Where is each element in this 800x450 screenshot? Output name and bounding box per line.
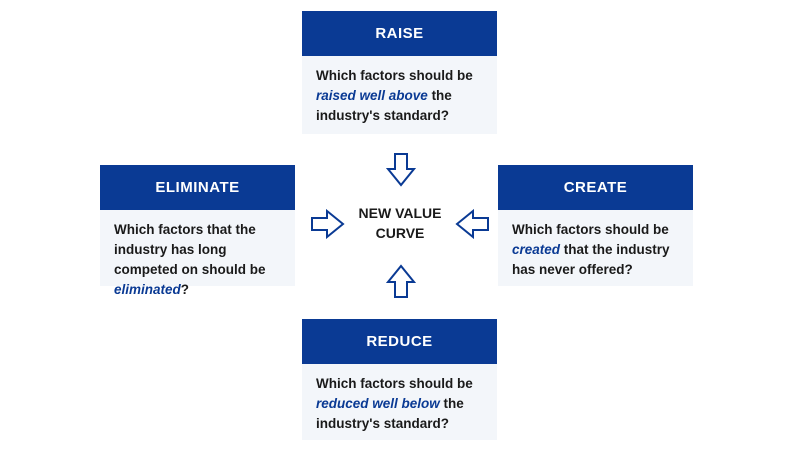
eliminate-question-post: ? [180, 282, 190, 297]
reduce-question-pre: Which factors should be [316, 376, 473, 391]
eliminate-title: ELIMINATE [100, 165, 295, 210]
arrow-right-icon [311, 209, 345, 239]
reduce-question-emphasis: reduced well below [316, 396, 440, 411]
reduce-question: Which factors should be reduced well bel… [302, 364, 497, 440]
eliminate-question-pre: Which factors that the industry has long… [114, 222, 266, 277]
eliminate-card: ELIMINATE Which factors that the industr… [100, 165, 295, 297]
arrow-down-icon [386, 153, 416, 187]
reduce-title: REDUCE [302, 319, 497, 364]
create-question: Which factors should be created that the… [498, 210, 693, 286]
center-label-line2: CURVE [375, 225, 425, 241]
create-title: CREATE [498, 165, 693, 210]
raise-card: RAISE Which factors should be raised wel… [302, 11, 497, 134]
reduce-question-post: the industry's standard? [316, 396, 464, 431]
center-label: NEW VALUE CURVE [345, 203, 455, 243]
raise-title: RAISE [302, 11, 497, 56]
reduce-card: REDUCE Which factors should be reduced w… [302, 319, 497, 440]
eliminate-question-emphasis: eliminated [114, 282, 181, 297]
create-question-post: that the industry has never offered? [512, 242, 670, 277]
create-card: CREATE Which factors should be created t… [498, 165, 693, 286]
create-question-emphasis: created [512, 242, 561, 257]
center-label-line1: NEW VALUE [358, 205, 442, 221]
raise-question-pre: Which factors should be [316, 68, 473, 83]
create-question-pre: Which factors should be [512, 222, 669, 237]
arrow-left-icon [455, 209, 489, 239]
raise-question-post: the industry's standard? [316, 88, 452, 123]
arrow-up-icon [386, 264, 416, 298]
eliminate-question: Which factors that the industry has long… [100, 210, 295, 297]
raise-question-emphasis: raised well above [316, 88, 428, 103]
raise-question: Which factors should be raised well abov… [302, 56, 497, 134]
